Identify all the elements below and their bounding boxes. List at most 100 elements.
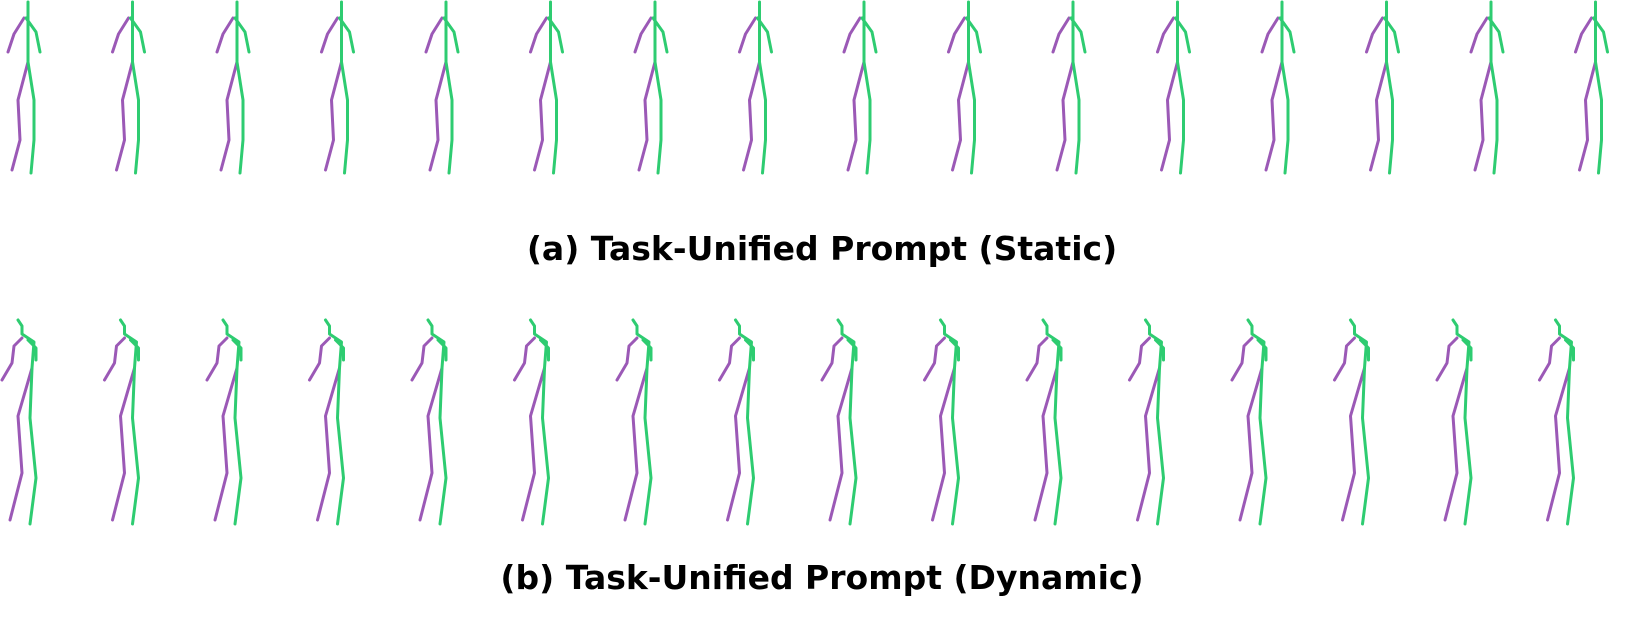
right-limb-1 — [324, 318, 343, 370]
left-limb-1 — [1469, 16, 1489, 54]
left-limb-1 — [111, 16, 130, 54]
right-limb-3 — [1156, 366, 1165, 526]
left-limb-1 — [1538, 336, 1561, 382]
left-limb-1 — [1025, 336, 1049, 382]
left-limb-2 — [1578, 60, 1597, 172]
right-limb-3 — [1463, 366, 1473, 526]
static-skeleton-frame-11 — [1051, 0, 1087, 175]
dynamic-pose-sequence — [0, 318, 1575, 526]
static-skeleton-frame-6 — [529, 0, 564, 175]
caption-static: (a) Task-Unified Prompt (Static) — [526, 229, 1118, 268]
dynamic-skeleton-frame-14 — [1333, 318, 1370, 526]
right-limb-2 — [860, 16, 878, 54]
static-skeleton-frame-7 — [633, 0, 669, 175]
right-limb-2 — [1564, 338, 1575, 362]
left-limb-2 — [418, 366, 444, 522]
right-limb-3 — [336, 366, 345, 526]
left-limb-2 — [1055, 60, 1075, 172]
static-skeleton-frame-12 — [1156, 0, 1191, 175]
left-limb-1 — [6, 16, 26, 54]
right-limb-2 — [129, 16, 146, 54]
right-limb-3 — [438, 366, 448, 526]
left-limb-2 — [1160, 60, 1179, 172]
right-limb-3 — [643, 366, 653, 526]
right-limb-3 — [1258, 366, 1268, 526]
right-limb-3 — [1385, 60, 1394, 175]
right-limb-1 — [939, 318, 958, 370]
left-limb-1 — [1230, 336, 1254, 382]
dynamic-skeleton-frame-6 — [513, 318, 550, 526]
left-limb-2 — [10, 60, 30, 172]
right-limb-3 — [1594, 60, 1603, 175]
dynamic-skeleton-frame-11 — [1025, 318, 1063, 526]
right-limb-2 — [1278, 16, 1296, 54]
dynamic-skeleton-frame-8 — [718, 318, 755, 526]
right-limb-2 — [846, 338, 858, 362]
left-limb-2 — [1136, 366, 1161, 522]
right-limb-2 — [965, 16, 982, 54]
left-limb-1 — [205, 336, 229, 382]
left-limb-2 — [8, 366, 34, 522]
right-limb-3 — [1053, 366, 1063, 526]
right-limb-3 — [549, 60, 558, 175]
right-limb-3 — [1071, 60, 1081, 175]
right-limb-1 — [426, 318, 446, 370]
left-limb-1 — [1051, 16, 1071, 54]
right-limb-2 — [651, 16, 669, 54]
right-limb-2 — [1069, 16, 1087, 54]
left-limb-1 — [0, 336, 24, 382]
right-limb-1 — [221, 318, 241, 370]
left-limb-2 — [1546, 366, 1571, 522]
right-limb-3 — [967, 60, 976, 175]
dynamic-skeleton-frame-1 — [0, 318, 38, 526]
right-limb-2 — [1592, 16, 1609, 54]
static-skeleton-frame-10 — [947, 0, 982, 175]
static-skeleton-frame-13 — [1260, 0, 1296, 175]
static-skeleton-frame-9 — [842, 0, 878, 175]
left-limb-1 — [718, 336, 741, 382]
left-limb-1 — [1435, 336, 1459, 382]
left-limb-2 — [521, 366, 546, 522]
left-limb-2 — [213, 366, 239, 522]
right-limb-1 — [119, 318, 138, 370]
left-limb-2 — [1033, 366, 1059, 522]
left-limb-2 — [623, 366, 649, 522]
right-limb-2 — [1359, 338, 1370, 362]
right-limb-1 — [16, 318, 36, 370]
static-skeleton-frame-16 — [1574, 0, 1609, 175]
left-limb-1 — [633, 16, 653, 54]
right-limb-2 — [1154, 338, 1165, 362]
right-limb-3 — [28, 366, 38, 526]
dynamic-skeleton-frame-13 — [1230, 318, 1268, 526]
left-limb-1 — [1260, 16, 1280, 54]
static-skeleton-frame-5 — [424, 0, 460, 175]
left-limb-2 — [324, 60, 343, 172]
right-limb-3 — [1176, 60, 1185, 175]
dynamic-skeleton-frame-15 — [1435, 318, 1473, 526]
left-limb-1 — [947, 16, 966, 54]
dynamic-skeleton-frame-10 — [923, 318, 960, 526]
left-limb-2 — [1238, 366, 1264, 522]
right-limb-2 — [334, 338, 345, 362]
right-limb-3 — [340, 60, 349, 175]
right-limb-2 — [1174, 16, 1191, 54]
left-limb-1 — [1574, 16, 1593, 54]
right-limb-3 — [758, 60, 767, 175]
right-limb-3 — [131, 366, 140, 526]
static-skeleton-frame-15 — [1469, 0, 1505, 175]
right-limb-3 — [1566, 366, 1575, 526]
right-limb-2 — [338, 16, 355, 54]
right-limb-2 — [547, 16, 564, 54]
right-limb-3 — [235, 60, 245, 175]
right-limb-2 — [26, 338, 38, 362]
left-limb-2 — [1443, 366, 1469, 522]
right-limb-1 — [1144, 318, 1163, 370]
left-limb-1 — [820, 336, 844, 382]
right-limb-3 — [653, 60, 663, 175]
left-limb-2 — [742, 60, 761, 172]
right-limb-2 — [1487, 16, 1505, 54]
right-limb-1 — [1349, 318, 1368, 370]
right-limb-3 — [131, 60, 140, 175]
left-limb-2 — [1473, 60, 1493, 172]
right-limb-3 — [1489, 60, 1499, 175]
